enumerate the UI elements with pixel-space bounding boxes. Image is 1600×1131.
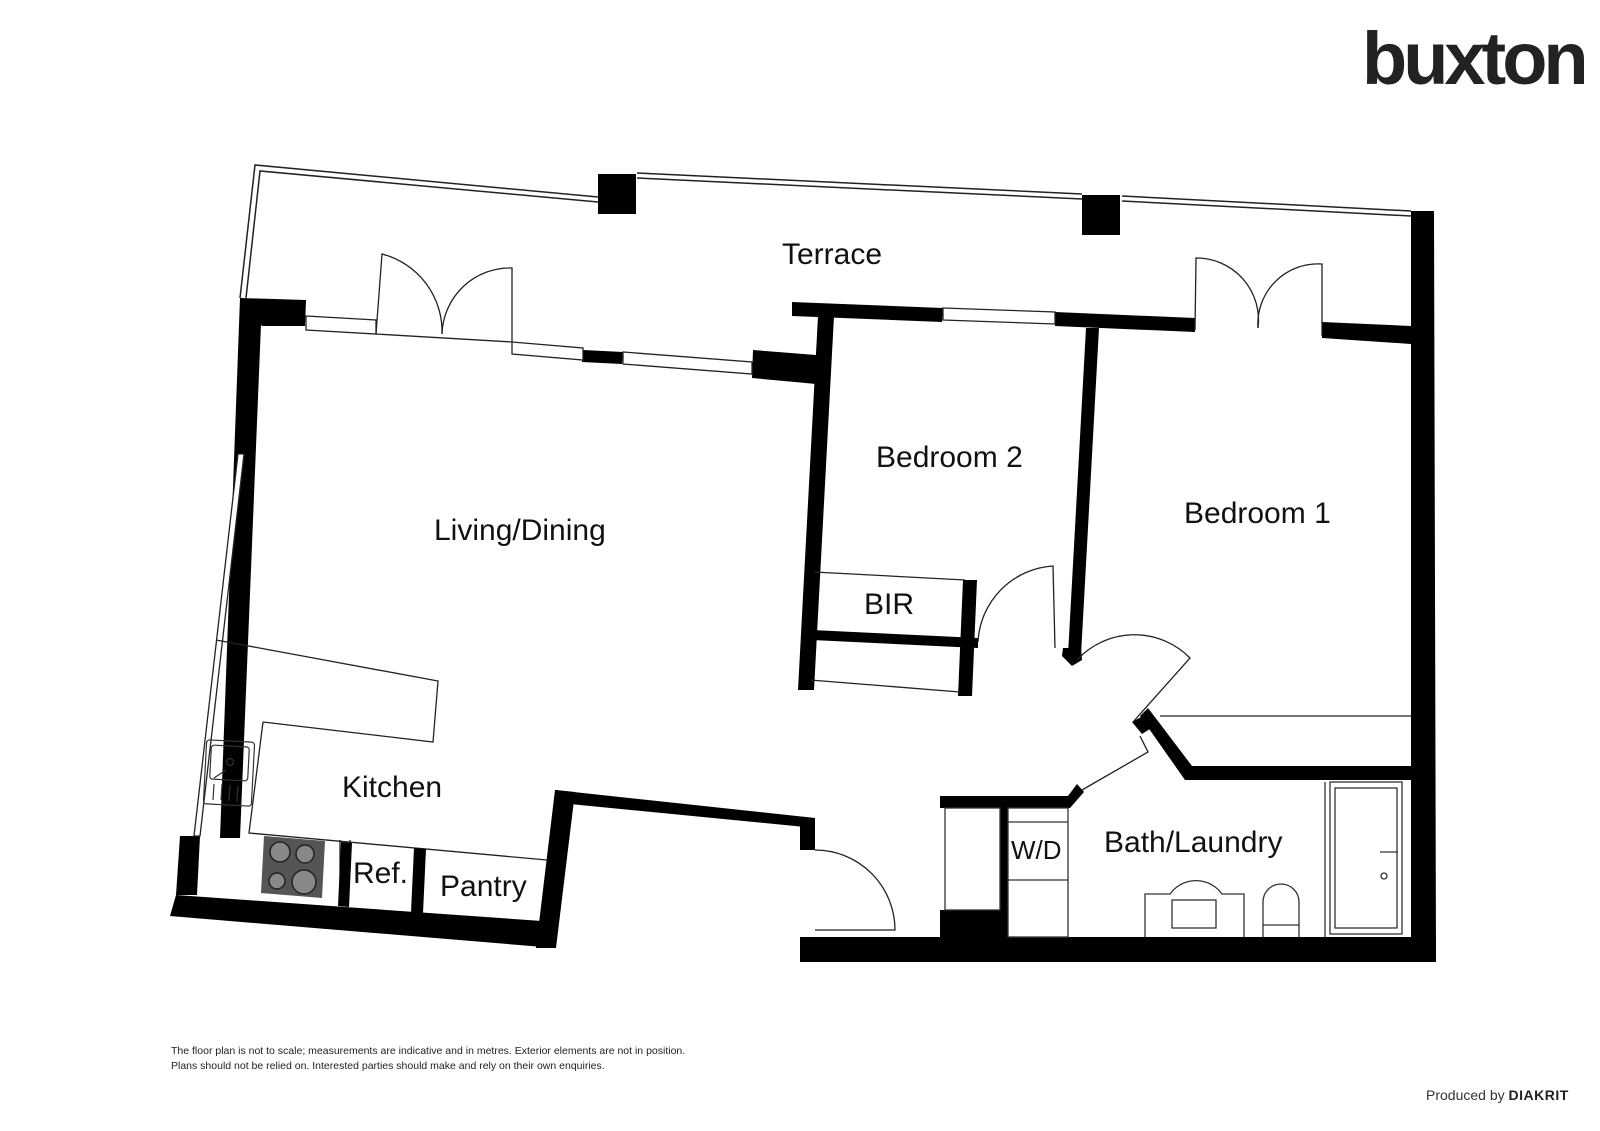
room-label-pantry: Pantry [440,870,527,903]
credit-brand: DIAKRIT [1508,1087,1569,1103]
bir-cupboard [809,571,966,693]
cooktop-icon [261,836,325,898]
walls [170,211,1436,962]
disclaimer-line-2: Plans should not be relied on. Intereste… [171,1060,605,1072]
produced-by-credit: Produced by DIAKRIT [1426,1087,1569,1103]
fridge-pantry-walls [338,842,426,913]
disclaimer-line-1: The floor plan is not to scale; measurem… [171,1045,686,1057]
buxton-logo: buxton [1362,17,1589,100]
terrace-column [1082,195,1120,235]
room-label-living-dining: Living/Dining [434,514,606,547]
toilet-icon [1262,883,1300,937]
room-label-terrace: Terrace [782,238,882,271]
room-label-wd: W/D [1011,835,1062,865]
sink-icon [202,739,256,807]
room-label-bir: BIR [864,588,914,621]
doors [375,253,1411,931]
room-label-bath-laundry: Bath/Laundry [1104,826,1282,859]
windows [193,307,1056,837]
room-label-ref: Ref. [353,857,408,890]
disclaimer: The floor plan is not to scale; measurem… [171,1044,685,1074]
bath-fixtures [944,781,1403,938]
terrace-column [598,174,636,214]
room-label-bedroom-2: Bedroom 2 [876,441,1023,474]
room-label-kitchen: Kitchen [342,771,442,804]
terrace-balustrade [239,164,1412,299]
vanity-icon [1144,880,1245,937]
credit-prefix: Produced by [1426,1087,1509,1103]
bathtub-icon [1329,781,1403,935]
room-label-bedroom-1: Bedroom 1 [1184,497,1331,530]
